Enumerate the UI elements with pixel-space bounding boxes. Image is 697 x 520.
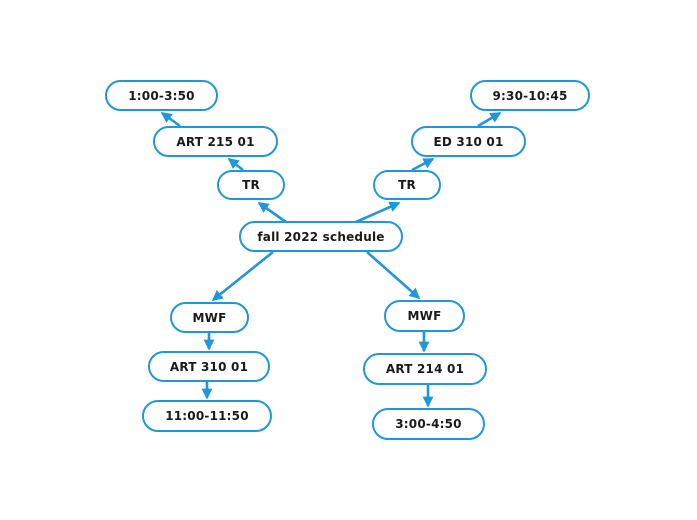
node-root[interactable]: fall 2022 schedule bbox=[239, 221, 403, 252]
node-art-215-01-label: ART 215 01 bbox=[176, 134, 255, 149]
node-mwf-lower-right[interactable]: MWF bbox=[384, 300, 465, 332]
edge-root-to-tr-left bbox=[257, 201, 287, 224]
node-art-215-01[interactable]: ART 215 01 bbox=[153, 126, 278, 157]
node-time-3-00-4-50[interactable]: 3:00-4:50 bbox=[372, 408, 485, 440]
edge-ed310-to-time bbox=[477, 111, 502, 128]
node-art-310-01-label: ART 310 01 bbox=[169, 359, 249, 374]
edge-tr-right-to-ed310 bbox=[411, 157, 435, 172]
edge-root-to-mwf-left bbox=[211, 250, 274, 302]
node-root-label: fall 2022 schedule bbox=[257, 229, 385, 244]
node-time-1-00-3-50-label: 1:00-3:50 bbox=[128, 88, 195, 103]
node-time-11-00-11-50-label: 11:00-11:50 bbox=[165, 409, 249, 423]
node-time-9-30-10-45[interactable]: 9:30-10:45 bbox=[470, 80, 590, 111]
node-tr-upper-left[interactable]: TR bbox=[217, 170, 285, 200]
node-time-9-30-10-45-label: 9:30-10:45 bbox=[492, 88, 568, 103]
node-mwf-lower-right-label: MWF bbox=[407, 309, 442, 323]
node-art-214-01-label: ART 214 01 bbox=[385, 362, 465, 376]
node-ed-310-01-label: ED 310 01 bbox=[433, 134, 504, 149]
edge-root-to-mwf-right bbox=[366, 251, 421, 300]
edge-tr-left-to-art215 bbox=[227, 157, 244, 172]
node-mwf-lower-left[interactable]: MWF bbox=[170, 302, 249, 333]
edge-art215-to-time bbox=[160, 111, 181, 128]
node-mwf-lower-left-label: MWF bbox=[192, 310, 227, 325]
node-time-3-00-4-50-label: 3:00-4:50 bbox=[395, 417, 462, 431]
node-ed-310-01[interactable]: ED 310 01 bbox=[411, 126, 526, 157]
node-time-11-00-11-50[interactable]: 11:00-11:50 bbox=[142, 400, 272, 432]
node-tr-upper-right[interactable]: TR bbox=[373, 170, 441, 200]
node-art-310-01[interactable]: ART 310 01 bbox=[148, 351, 270, 382]
node-tr-upper-left-label: TR bbox=[242, 178, 260, 192]
node-time-1-00-3-50[interactable]: 1:00-3:50 bbox=[105, 80, 218, 111]
edge-root-to-tr-right bbox=[355, 201, 401, 224]
node-art-214-01[interactable]: ART 214 01 bbox=[363, 353, 487, 385]
node-tr-upper-right-label: TR bbox=[398, 178, 416, 192]
